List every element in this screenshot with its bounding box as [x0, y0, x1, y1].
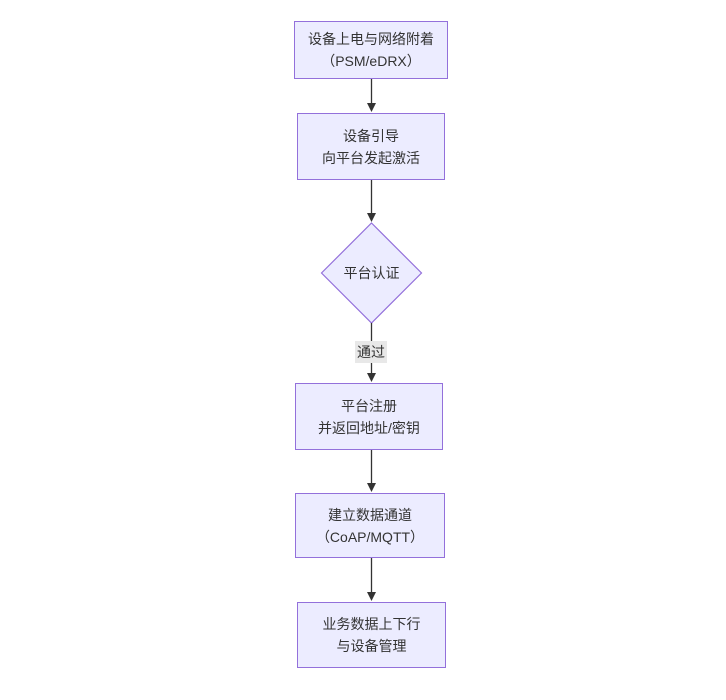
edge-label-pass: 通过	[355, 341, 387, 363]
arrowhead-icon	[367, 213, 376, 222]
arrowhead-icon	[367, 592, 376, 601]
node-label-line: 与设备管理	[336, 638, 407, 654]
node-label-line: 业务数据上下行	[322, 616, 421, 632]
node-label-line: 建立数据通道	[328, 506, 412, 523]
node-label-line: 并返回地址/密钥	[318, 419, 420, 436]
arrowhead-icon	[367, 483, 376, 492]
node-label-line: 设备上电与网络附着	[308, 31, 434, 47]
node-label-line: （PSM/eDRX）	[321, 53, 421, 69]
node-platform-register: 平台注册 并返回地址/密钥	[295, 383, 443, 450]
arrowhead-icon	[367, 373, 376, 382]
node-data-channel: 建立数据通道 （CoAP/MQTT）	[295, 493, 445, 558]
node-bootstrap: 设备引导 向平台发起激活	[297, 113, 445, 180]
node-label-line: （CoAP/MQTT）	[315, 528, 425, 545]
node-label-line: 设备引导	[343, 127, 399, 144]
node-label-line: 向平台发起激活	[322, 149, 420, 166]
node-business-data: 业务数据上下行 与设备管理	[297, 602, 446, 668]
node-label-line: 平台注册	[341, 397, 397, 414]
node-label-line: 平台认证	[343, 265, 400, 281]
node-power-attach: 设备上电与网络附着 （PSM/eDRX）	[294, 21, 448, 79]
node-platform-auth-label: 平台认证	[321, 262, 422, 284]
arrowhead-icon	[367, 103, 376, 112]
edge-label-text: 通过	[357, 344, 385, 360]
